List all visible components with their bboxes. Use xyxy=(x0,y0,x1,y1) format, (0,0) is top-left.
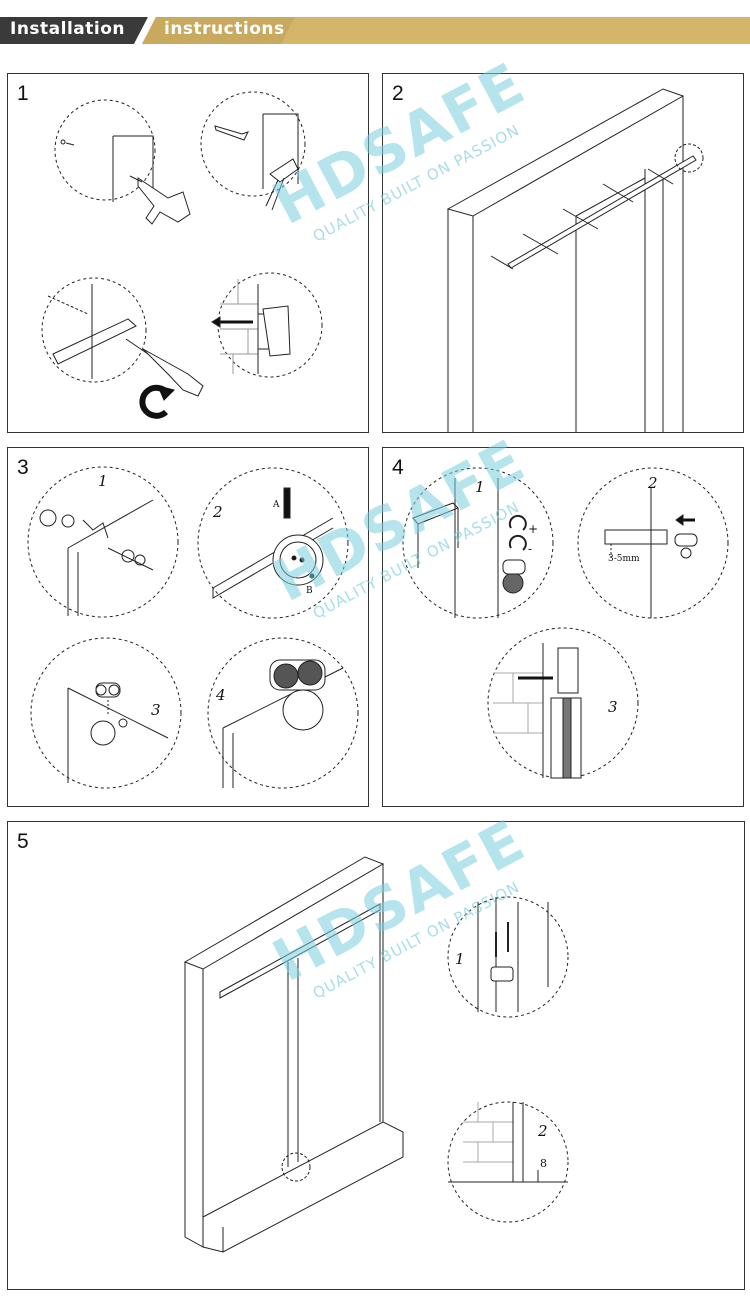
circle-label: 1 xyxy=(475,478,485,496)
step-number: 4 xyxy=(392,456,404,479)
label-b: B xyxy=(306,586,313,596)
header-title-instructions: instructions xyxy=(164,19,285,39)
step-3-illustration xyxy=(27,466,359,789)
header-title-installation: Installation xyxy=(10,19,126,39)
circle-label: 1 xyxy=(98,472,108,490)
circle-label: 2 xyxy=(213,503,223,521)
circle-label: 3 xyxy=(151,701,161,719)
gap-label: 3-5mm xyxy=(608,554,640,564)
header-background xyxy=(0,17,750,44)
label-a: A xyxy=(273,500,280,510)
circle-label: 1 xyxy=(455,950,465,968)
step-2-illustration xyxy=(446,88,704,432)
step-1-panel: 1 xyxy=(7,73,369,433)
step-5-panel: 5 1 2 8 xyxy=(7,821,745,1290)
plus-label: + xyxy=(528,522,539,536)
dimension-label: 8 xyxy=(540,1157,547,1170)
circle-label: 3 xyxy=(608,698,618,716)
step-5-illustration xyxy=(183,856,569,1253)
step-1-illustration xyxy=(41,91,323,419)
minus-label: - xyxy=(528,542,533,556)
step-2-panel: 2 xyxy=(382,73,744,433)
step-number: 1 xyxy=(17,82,29,105)
circle-label: 2 xyxy=(648,474,658,492)
step-4-panel: 4 1 2 3 3-5mm + - xyxy=(382,447,744,807)
step-number: 2 xyxy=(392,82,404,105)
step-4-illustration xyxy=(402,467,729,779)
step-number: 5 xyxy=(17,830,29,853)
step-3-panel: 3 1 2 3 4 A B xyxy=(7,447,369,807)
step-number: 3 xyxy=(17,456,29,479)
circle-label: 2 xyxy=(538,1122,548,1140)
header-banner: Installation instructions xyxy=(0,17,750,44)
circle-label: 4 xyxy=(216,686,226,704)
